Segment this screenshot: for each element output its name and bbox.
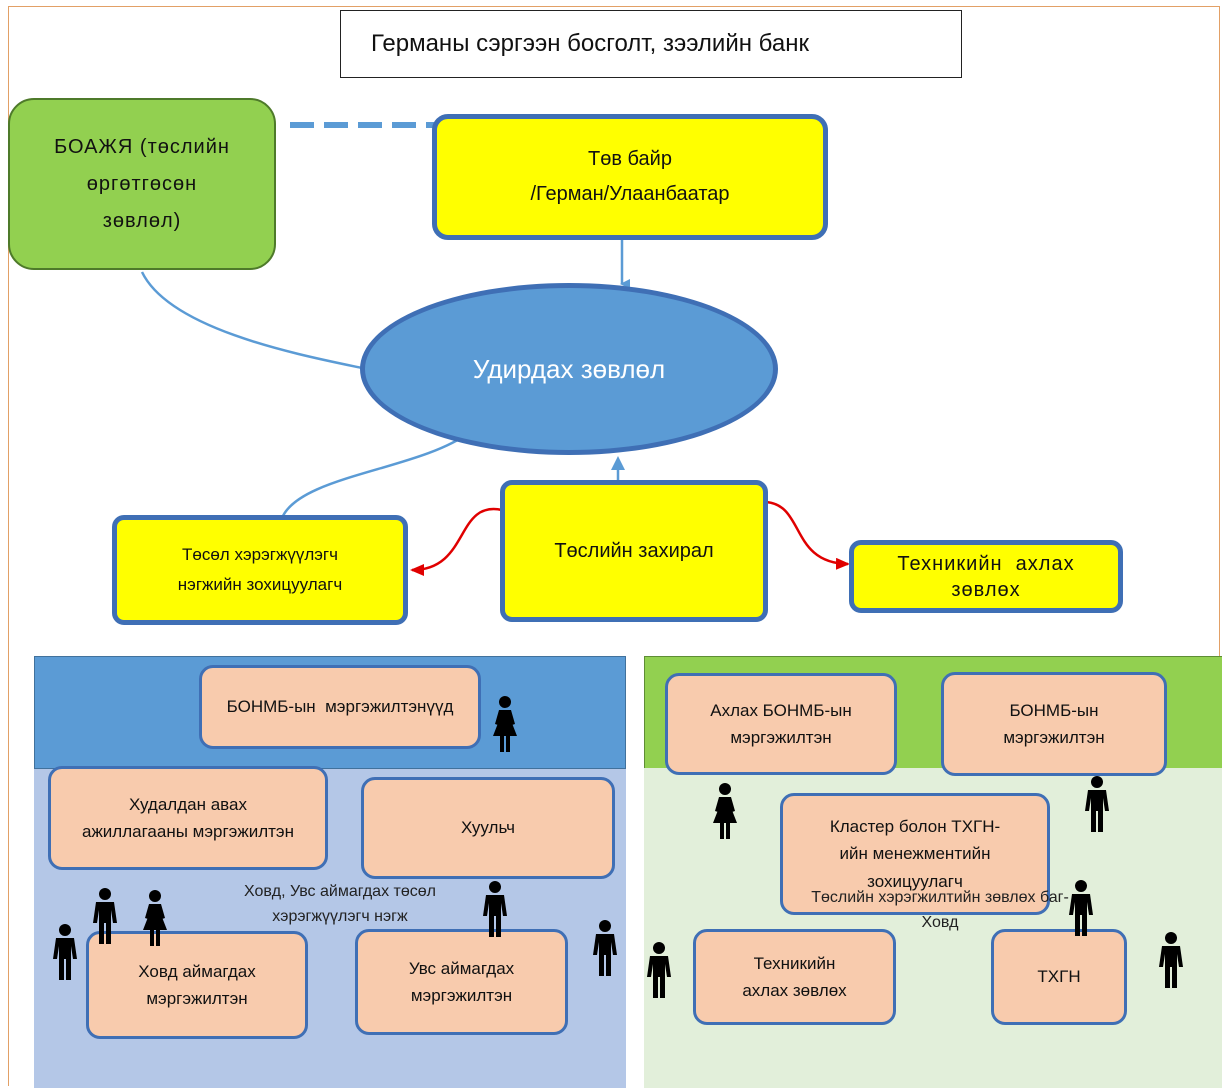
ministry-line-1: БОАЖЯ (төслийн bbox=[54, 135, 230, 158]
left-unit-caption: Ховд, Увс аймагдах төсөл хэрэгжүүлэгч нэ… bbox=[150, 880, 530, 930]
headquarters-line-2: /Герман/Улаанбаатар bbox=[530, 183, 730, 205]
male-person-icon bbox=[93, 888, 117, 944]
ministry-line-2: өргөтгөсөн bbox=[86, 172, 198, 195]
cluster-line-1: Кластер болон ТХГН- bbox=[829, 817, 1001, 837]
ministry-to-committee-line bbox=[140, 271, 363, 370]
steering-committee-ellipse: Удирдах зөвлөл bbox=[360, 283, 778, 455]
steering-committee-label: Удирдах зөвлөл bbox=[472, 353, 666, 384]
technical-senior-line-2: ахлах зөвлөх bbox=[742, 981, 847, 1000]
coordinator-line-1: Төсөл хэрэгжүүлэгч bbox=[182, 545, 338, 565]
technical-senior-box: Техникийн ахлах зөвлөх bbox=[693, 929, 896, 1025]
consultant-caption-line-2: Ховд bbox=[921, 913, 959, 931]
procurement-line-1: Худалдан авах bbox=[129, 794, 247, 814]
tech-advisor-line-1: Техникийн ахлах bbox=[897, 552, 1075, 575]
lawyer-box: Хуульч bbox=[361, 777, 615, 879]
female-person-icon bbox=[143, 890, 167, 946]
procurement-line-2: ажиллагааны мэргэжилтэн bbox=[81, 822, 294, 841]
unit-caption-line-1: Ховд, Увс аймагдах төсөл bbox=[244, 883, 436, 900]
senior-bonmb-box: Ахлах БОНМБ-ын мэргэжилтэн bbox=[665, 673, 897, 775]
ministry-box: БОАЖЯ (төслийн өргөтгөсөн зөвлөл) bbox=[8, 98, 276, 270]
headquarters-line-1: Төв байр bbox=[588, 148, 672, 170]
tech-advisor-line-2: зөвлөх bbox=[951, 578, 1021, 601]
uvs-line-2: мэргэжилтэн bbox=[410, 986, 513, 1005]
pa-label: ТХГН bbox=[1037, 967, 1081, 987]
page-frame bbox=[8, 6, 1220, 1086]
project-director-label: Төслийн захирал bbox=[554, 539, 714, 562]
bonmb-specialist-box: БОНМБ-ын мэргэжилтэн bbox=[941, 672, 1167, 776]
title-box: Германы сэргээн босголт, зээлийн банк bbox=[340, 10, 962, 78]
director-to-committee-arrowhead bbox=[611, 456, 625, 470]
cluster-line-3: зохицуулагч bbox=[867, 871, 963, 891]
female-person-icon bbox=[713, 783, 737, 839]
procurement-box: Худалдан авах ажиллагааны мэргэжилтэн bbox=[48, 766, 328, 870]
male-person-icon bbox=[53, 924, 77, 980]
project-director-box: Төслийн захирал bbox=[500, 480, 768, 622]
unit-caption-line-2: хэрэгжүүлэгч нэгж bbox=[272, 907, 408, 925]
female-person-icon bbox=[493, 696, 517, 752]
consultant-caption-line-1: Төслийн хэрэгжилтийн зөвлөх баг- bbox=[811, 889, 1069, 906]
coordinator-line-2: нэгжийн зохицуулагч bbox=[177, 575, 343, 594]
bonmb-specialist-line-1: БОНМБ-ын bbox=[1009, 700, 1099, 720]
male-person-icon bbox=[1085, 776, 1109, 832]
cluster-coordinator-box: Кластер болон ТХГН- ийн менежментийн зох… bbox=[780, 793, 1050, 915]
director-to-coordinator-arrow bbox=[410, 507, 503, 576]
pa-box: ТХГН bbox=[991, 929, 1127, 1025]
khovd-specialist-box: Ховд аймагдах мэргэжилтэн bbox=[86, 931, 308, 1039]
male-person-icon bbox=[1069, 880, 1093, 936]
headquarters-box: Төв байр /Герман/Улаанбаатар bbox=[432, 114, 828, 240]
implementation-coordinator-box: Төсөл хэрэгжүүлэгч нэгжийн зохицуулагч bbox=[112, 515, 408, 625]
lawyer-label: Хуульч bbox=[460, 818, 516, 838]
uvs-specialist-box: Увс аймагдах мэргэжилтэн bbox=[355, 929, 568, 1035]
title-text: Германы сэргээн босголт, зээлийн банк bbox=[371, 30, 809, 57]
male-person-icon bbox=[1159, 932, 1183, 988]
cluster-line-2: ийн менежментийн bbox=[839, 844, 991, 864]
bonmb-specialist-line-2: мэргэжилтэн bbox=[1003, 728, 1105, 747]
committee-to-coordinator-line bbox=[280, 431, 471, 519]
consultant-team-caption: Төслийн хэрэгжилтийн зөвлөх баг- Ховд bbox=[700, 886, 1180, 936]
director-to-tech-arrow bbox=[765, 500, 850, 570]
uvs-line-1: Увс аймагдах bbox=[408, 958, 515, 978]
technical-senior-line-1: Техникийн bbox=[753, 953, 836, 973]
male-person-icon bbox=[647, 942, 671, 998]
technical-advisor-box: Техникийн ахлах зөвлөх bbox=[849, 540, 1123, 613]
bonmb-specialists-box: БОНМБ-ын мэргэжилтэнүүд bbox=[199, 665, 481, 749]
senior-bonmb-line-1: Ахлах БОНМБ-ын bbox=[710, 700, 852, 720]
male-person-icon bbox=[483, 881, 507, 937]
male-person-icon bbox=[593, 920, 617, 976]
bonmb-specialists-label: БОНМБ-ын мэргэжилтэнүүд bbox=[226, 697, 454, 717]
senior-bonmb-line-2: мэргэжилтэн bbox=[730, 728, 832, 747]
ministry-line-3: зөвлөл) bbox=[102, 209, 182, 232]
khovd-line-1: Ховд аймагдах bbox=[138, 961, 256, 981]
khovd-line-2: мэргэжилтэн bbox=[146, 989, 248, 1008]
